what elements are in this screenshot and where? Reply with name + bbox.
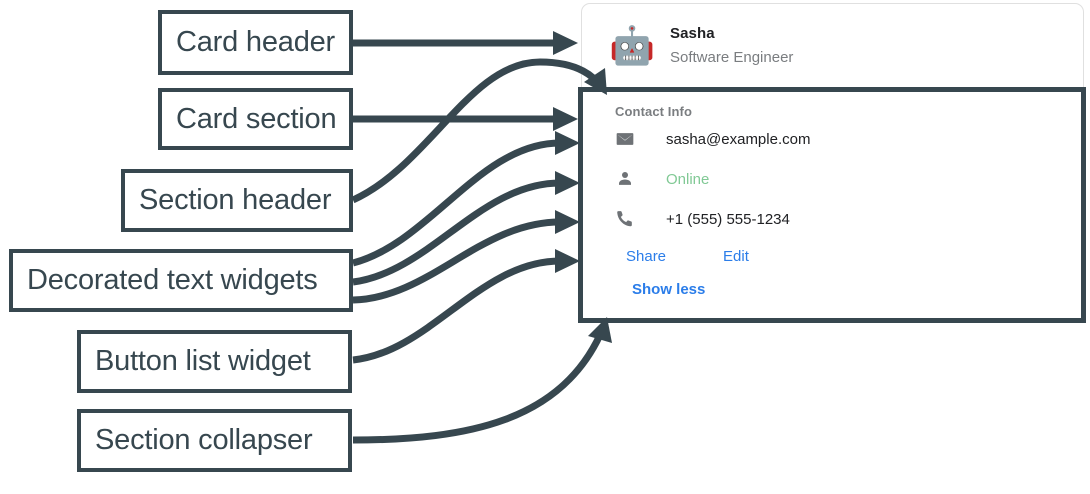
decorated-text-widget-phone[interactable]: +1 (555) 555-1234 (598, 199, 1067, 239)
callout-button-list-widget: Button list widget (77, 330, 352, 393)
section-collapser[interactable]: Show less (598, 273, 1067, 305)
profile-card: 🤖 Sasha Software Engineer Contact Info s… (581, 3, 1084, 323)
section-collapser-label[interactable]: Show less (632, 280, 706, 298)
edit-button[interactable]: Edit (723, 247, 749, 265)
arrow-section-header (351, 58, 607, 204)
callout-section-collapser: Section collapser (77, 409, 352, 472)
callout-decorated-text-widgets: Decorated text widgets (9, 249, 353, 312)
button-list-widget: Share Edit (598, 239, 1067, 273)
email-icon (615, 129, 635, 149)
decorated-text-widget-status[interactable]: Online (598, 159, 1067, 199)
widget-text-phone: +1 (555) 555-1234 (666, 210, 790, 228)
person-icon (615, 169, 635, 189)
robot-icon: 🤖 (608, 24, 656, 66)
callout-card-header: Card header (158, 10, 353, 75)
share-button[interactable]: Share (626, 247, 667, 265)
arrow-decorated-text-phone (352, 210, 580, 304)
card-header-title: Sasha (670, 24, 715, 42)
arrow-section-collapser (352, 317, 612, 444)
card-header-subtitle: Software Engineer (670, 48, 794, 66)
phone-icon (615, 209, 635, 229)
card-section: Contact Info sasha@example.com (582, 88, 1083, 305)
widget-text-status: Online (666, 170, 710, 188)
arrow-decorated-text-email (352, 131, 580, 267)
callout-section-header: Section header (121, 169, 353, 232)
arrow-button-list (352, 249, 580, 364)
decorated-text-widget-email[interactable]: sasha@example.com (598, 119, 1067, 159)
section-header: Contact Info (615, 104, 693, 119)
arrow-card-header (353, 31, 578, 55)
arrow-decorated-text-status (352, 171, 580, 286)
card-header-text: Sasha Software Engineer (670, 25, 793, 66)
callout-card-section: Card section (158, 88, 353, 150)
card-header: 🤖 Sasha Software Engineer (582, 4, 1083, 88)
arrow-card-section (353, 107, 578, 131)
widget-text-email: sasha@example.com (666, 130, 811, 148)
